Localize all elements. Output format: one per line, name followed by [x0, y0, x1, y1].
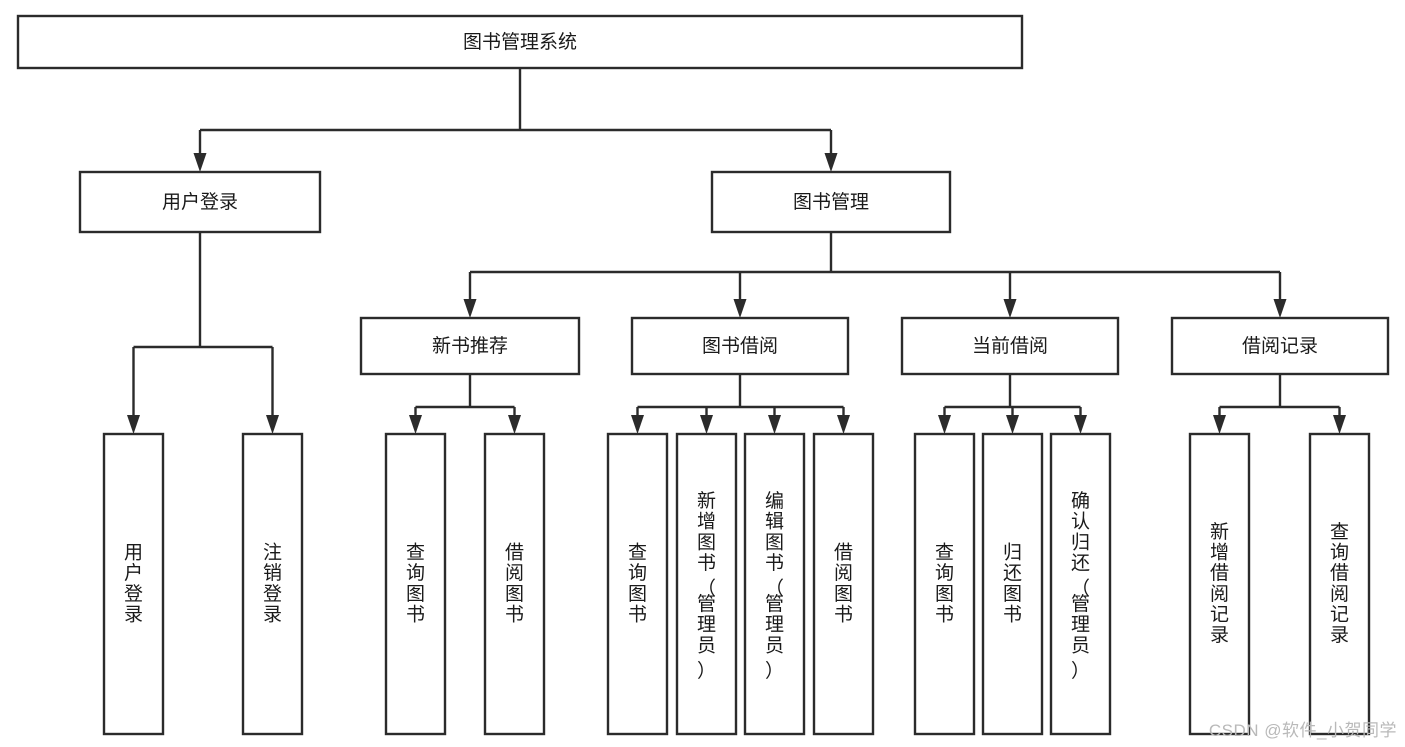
edge-book-mgmt-arrow-2 [1003, 299, 1017, 318]
edge-book-mgmt-arrow-0 [463, 299, 477, 318]
edge-图书借阅-arrow-1 [700, 415, 713, 434]
edge-user-login-arrow-0 [127, 415, 140, 434]
node-l3-图书借阅-label: 图书借阅 [702, 335, 778, 357]
node-l3-新书推荐-box[interactable] [359, 316, 581, 376]
edge-图书借阅-arrow-3 [837, 415, 850, 434]
node-boxes: 图书管理系统用户登录图书管理新书推荐图书借阅当前借阅借阅记录用户登录注销登录查询… [16, 14, 1390, 736]
node-leaf-用户登录-0-label: 用户登录 [124, 543, 143, 626]
node-leaf-用户登录-1-box[interactable] [241, 432, 304, 736]
node-l3-图书借阅-box[interactable] [630, 316, 850, 376]
node-leaf-用户登录-1-label: 注销登录 [263, 542, 282, 626]
node-leaf-当前借阅-2-label: 确认归还（管理员） [1071, 490, 1090, 682]
edge-book-mgmt-arrow-3 [1273, 299, 1287, 318]
edge-root-arrow-1 [824, 153, 838, 172]
node-leaf-图书借阅-3-box[interactable] [812, 432, 875, 736]
node-leaf-图书借阅-2-box[interactable] [743, 432, 806, 736]
node-leaf-图书借阅-0[interactable]: 查询图书 [606, 432, 669, 736]
node-leaf-用户登录-0-box[interactable] [102, 432, 165, 736]
node-leaf-新书推荐-0-box[interactable] [384, 432, 447, 736]
node-leaf-借阅记录-0-label: 新增借阅记录 [1210, 521, 1229, 646]
edge-新书推荐-arrow-0 [409, 415, 422, 434]
node-root-图书管理系统[interactable]: 图书管理系统 [16, 14, 1024, 70]
node-l2-图书管理-box[interactable] [710, 170, 952, 234]
node-l2-用户登录[interactable]: 用户登录 [78, 170, 322, 234]
node-leaf-当前借阅-2-box[interactable] [1049, 432, 1112, 736]
node-leaf-新书推荐-0[interactable]: 查询图书 [384, 432, 447, 736]
node-leaf-图书借阅-1-box[interactable] [675, 432, 738, 736]
edge-当前借阅-arrow-2 [1074, 415, 1087, 434]
node-leaf-新书推荐-1-label: 借阅图书 [505, 542, 524, 626]
node-l3-借阅记录-label: 借阅记录 [1242, 335, 1318, 357]
node-leaf-当前借阅-0-label: 查询图书 [935, 542, 954, 626]
node-leaf-用户登录-1[interactable]: 注销登录 [241, 432, 304, 736]
node-l3-新书推荐[interactable]: 新书推荐 [359, 316, 581, 376]
edge-借阅记录-arrow-0 [1213, 415, 1226, 434]
node-leaf-借阅记录-0-box[interactable] [1188, 432, 1251, 736]
node-l3-新书推荐-label: 新书推荐 [432, 335, 508, 357]
node-l3-当前借阅-box[interactable] [900, 316, 1120, 376]
node-leaf-图书借阅-2[interactable]: 编辑图书（管理员） [743, 432, 806, 736]
node-leaf-当前借阅-0-box[interactable] [913, 432, 976, 736]
connector-edges [127, 68, 1346, 434]
edge-root-arrow-0 [193, 153, 207, 172]
node-leaf-新书推荐-1-box[interactable] [483, 432, 546, 736]
node-l2-用户登录-box[interactable] [78, 170, 322, 234]
node-l3-图书借阅[interactable]: 图书借阅 [630, 316, 850, 376]
node-root-图书管理系统-label: 图书管理系统 [463, 31, 577, 53]
node-root-图书管理系统-box[interactable] [16, 14, 1024, 70]
edge-当前借阅-arrow-0 [938, 415, 951, 434]
node-leaf-图书借阅-3[interactable]: 借阅图书 [812, 432, 875, 736]
node-l2-图书管理[interactable]: 图书管理 [710, 170, 952, 234]
node-leaf-当前借阅-1[interactable]: 归还图书 [981, 432, 1044, 736]
edge-当前借阅-arrow-1 [1006, 415, 1019, 434]
edge-user-login-arrow-1 [266, 415, 279, 434]
node-l3-借阅记录-box[interactable] [1170, 316, 1390, 376]
node-leaf-当前借阅-1-label: 归还图书 [1003, 542, 1022, 626]
watermark-text: CSDN @软件_小贺同学 [1208, 721, 1397, 740]
node-leaf-图书借阅-3-label: 借阅图书 [834, 542, 853, 626]
node-leaf-当前借阅-0[interactable]: 查询图书 [913, 432, 976, 736]
node-l3-当前借阅[interactable]: 当前借阅 [900, 316, 1120, 376]
edge-图书借阅-arrow-2 [768, 415, 781, 434]
node-leaf-图书借阅-0-box[interactable] [606, 432, 669, 736]
edge-新书推荐-arrow-1 [508, 415, 521, 434]
node-l2-用户登录-label: 用户登录 [162, 191, 238, 213]
edge-借阅记录-arrow-1 [1333, 415, 1346, 434]
node-leaf-图书借阅-1[interactable]: 新增图书（管理员） [675, 432, 738, 736]
node-leaf-借阅记录-1[interactable]: 查询借阅记录 [1308, 432, 1371, 736]
node-l3-借阅记录[interactable]: 借阅记录 [1170, 316, 1390, 376]
node-leaf-用户登录-0[interactable]: 用户登录 [102, 432, 165, 736]
node-leaf-新书推荐-0-label: 查询图书 [406, 542, 425, 626]
node-leaf-当前借阅-1-box[interactable] [981, 432, 1044, 736]
node-l2-图书管理-label: 图书管理 [793, 191, 869, 213]
node-leaf-借阅记录-1-box[interactable] [1308, 432, 1371, 736]
node-leaf-借阅记录-0[interactable]: 新增借阅记录 [1188, 432, 1251, 736]
node-l3-当前借阅-label: 当前借阅 [972, 335, 1048, 357]
node-leaf-借阅记录-1-label: 查询借阅记录 [1330, 521, 1349, 646]
node-leaf-新书推荐-1[interactable]: 借阅图书 [483, 432, 546, 736]
edge-图书借阅-arrow-0 [631, 415, 644, 434]
node-leaf-图书借阅-0-label: 查询图书 [628, 542, 647, 626]
edge-book-mgmt-arrow-1 [733, 299, 747, 318]
node-leaf-图书借阅-2-label: 编辑图书（管理员） [765, 490, 784, 682]
node-leaf-图书借阅-1-label: 新增图书（管理员） [697, 490, 716, 682]
node-leaf-当前借阅-2[interactable]: 确认归还（管理员） [1049, 432, 1112, 736]
